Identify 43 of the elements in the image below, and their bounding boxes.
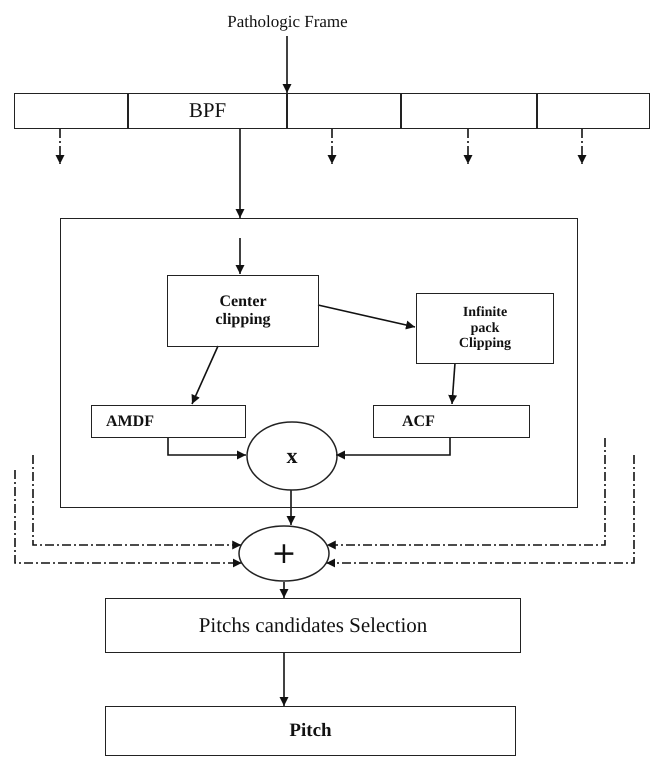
arrow: [578, 129, 586, 164]
arrow: [282, 36, 292, 93]
arrow: [14, 470, 242, 568]
process-box: [105, 706, 516, 756]
arrow: [326, 455, 635, 568]
block-box: [287, 93, 401, 129]
process-box: [91, 405, 246, 438]
operator-circle: [246, 421, 338, 491]
arrow: [328, 129, 336, 164]
arrow: [167, 437, 246, 460]
process-box: [128, 93, 287, 129]
arrow: [280, 582, 288, 598]
block-box: [401, 93, 537, 129]
process-box: [105, 598, 521, 653]
arrow: [286, 490, 296, 525]
block-label: AMDF: [106, 412, 154, 430]
process-box: [167, 275, 319, 347]
arrow: [464, 129, 472, 164]
arrow: [56, 129, 64, 164]
operator-symbol: +: [271, 537, 297, 570]
arrow: [280, 653, 288, 706]
arrow: [236, 129, 244, 218]
block-label: BPF: [188, 99, 226, 123]
block-box: [60, 218, 578, 508]
process-box: [416, 293, 554, 364]
block-box: [14, 93, 128, 129]
block-label: Infinite pack Clipping: [458, 305, 512, 352]
input-label: Pathologic Frame: [227, 12, 348, 32]
arrow: [191, 346, 219, 404]
block-label: Pitch: [289, 720, 332, 742]
block-label: Pitchs candidates Selection: [198, 614, 428, 638]
operator-circle: [238, 525, 330, 582]
block-label: ACF: [402, 412, 435, 430]
arrow: [318, 304, 416, 330]
block-box: [537, 93, 650, 129]
operator-symbol: x: [286, 444, 298, 468]
block-label: Center clipping: [214, 293, 272, 329]
arrow: [336, 437, 451, 460]
arrow: [32, 455, 242, 550]
arrow: [236, 238, 244, 274]
arrow: [448, 362, 458, 404]
arrow: [326, 438, 606, 550]
process-box: [373, 405, 530, 438]
